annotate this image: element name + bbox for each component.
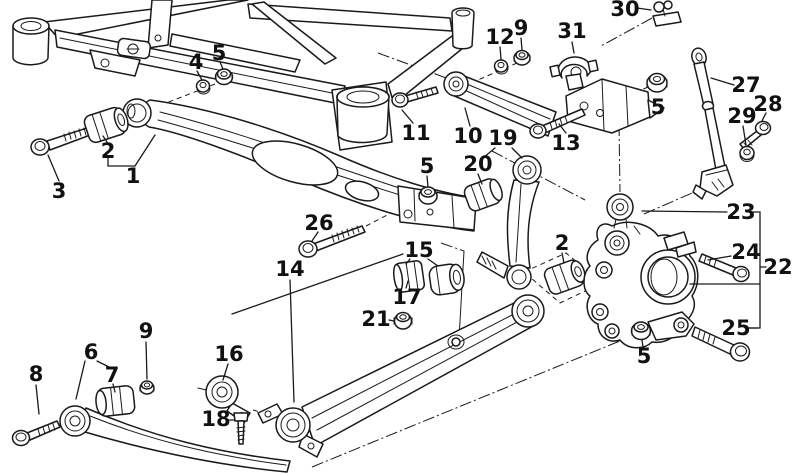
track-rod-left-eye <box>257 403 324 458</box>
construction-lines <box>81 17 709 468</box>
upper-control-arm <box>443 71 665 137</box>
bushing-2-right <box>543 259 586 295</box>
callout-28: 28 <box>753 92 782 116</box>
track-rod-14 <box>257 294 545 458</box>
callout-29: 29 <box>727 104 756 128</box>
nut-9-a <box>513 49 531 66</box>
callout-31: 31 <box>557 19 586 43</box>
callout-3: 3 <box>52 179 67 203</box>
callout-9: 9 <box>139 319 154 343</box>
washer-12 <box>493 59 509 75</box>
clamp-31 <box>549 56 599 91</box>
bushing-15 <box>428 263 465 296</box>
knuckle-top-bushing <box>606 193 634 229</box>
bolt-3-threads <box>63 127 87 142</box>
callout-26: 26 <box>304 211 333 235</box>
track-rod-right-eye <box>511 294 545 328</box>
washer-29 <box>739 145 755 162</box>
callout-9: 9 <box>514 16 529 40</box>
lower-arm-end-bracket <box>397 185 477 231</box>
subframe-bushing-mount <box>331 81 393 151</box>
nut-5-a <box>214 68 234 86</box>
callout-11: 11 <box>401 121 430 145</box>
callout-21: 21 <box>361 307 390 331</box>
label-bracket-1 <box>107 134 156 167</box>
callout-24: 24 <box>731 240 760 264</box>
knuckle-second-bushing <box>604 230 630 256</box>
callout-25: 25 <box>721 316 750 340</box>
bracket-30 <box>652 0 682 27</box>
bushing-2-left <box>83 106 129 144</box>
callout-1: 1 <box>126 164 141 188</box>
label-bracket-6 <box>75 360 110 400</box>
nut-5-c <box>418 186 438 205</box>
callout-23: 23 <box>726 200 755 224</box>
integral-link-19 <box>476 155 542 290</box>
bolt-26-threads <box>331 225 360 243</box>
callout-4: 4 <box>189 50 204 74</box>
bolt-3 <box>30 126 94 156</box>
label-bracket-15 <box>231 253 439 315</box>
callout-5: 5 <box>420 154 435 178</box>
bolt-8 <box>11 420 61 447</box>
callout-16: 16 <box>214 342 243 366</box>
link-ball-stud <box>476 251 509 279</box>
callout-5: 5 <box>651 95 666 119</box>
upper-arm-bracket <box>565 78 665 134</box>
bushing-20 <box>463 178 503 212</box>
track-rod-front <box>59 405 291 473</box>
nut-9-b <box>139 380 155 395</box>
callout-10: 10 <box>453 124 482 148</box>
leader-lines <box>35 7 767 421</box>
subframe-left-mount <box>12 17 50 66</box>
bolt-26 <box>298 225 366 258</box>
callout-6: 6 <box>84 340 99 364</box>
bolt-24 <box>698 253 750 283</box>
label-bracket-19 <box>482 147 523 159</box>
nut-21 <box>393 311 413 330</box>
callout-19: 19 <box>488 126 517 150</box>
subframe-right-tube <box>451 7 475 50</box>
stabilizer-link-27 <box>691 47 734 200</box>
callout-2: 2 <box>555 231 570 255</box>
callout-13: 13 <box>551 131 580 155</box>
bolt-25 <box>691 326 751 362</box>
callout-8: 8 <box>29 362 44 386</box>
callout-14: 14 <box>275 257 304 281</box>
callout-20: 20 <box>463 152 492 176</box>
washer-4 <box>195 79 211 95</box>
bolt-13 <box>529 108 586 139</box>
wheel-carrier <box>583 193 699 349</box>
subframe-slot-plate <box>116 37 152 60</box>
callout-12: 12 <box>485 25 514 49</box>
callout-27: 27 <box>731 73 760 97</box>
hub-bore <box>640 249 696 305</box>
bushing-7 <box>95 385 136 417</box>
callout-5: 5 <box>212 41 227 65</box>
callout-15: 15 <box>404 238 433 262</box>
nut-5-d <box>630 321 652 341</box>
label-bracket-22 <box>689 211 767 329</box>
callout-5: 5 <box>637 344 652 368</box>
front-arm-eye <box>59 405 91 437</box>
knuckle-lower-fork <box>647 311 695 341</box>
callout-2: 2 <box>101 139 116 163</box>
lower-control-arm <box>122 98 477 232</box>
nut-5-b <box>646 72 668 93</box>
bolt-11 <box>391 86 439 108</box>
callout-22: 22 <box>763 255 792 279</box>
callout-7: 7 <box>105 363 120 387</box>
sleeve-17 <box>393 260 426 293</box>
bolt-18 <box>233 412 249 445</box>
upper-arm-eye <box>443 71 469 97</box>
callout-17: 17 <box>392 285 421 309</box>
callout-18: 18 <box>201 407 230 431</box>
rear-subframe <box>12 0 475 151</box>
callout-30: 30 <box>610 0 639 21</box>
